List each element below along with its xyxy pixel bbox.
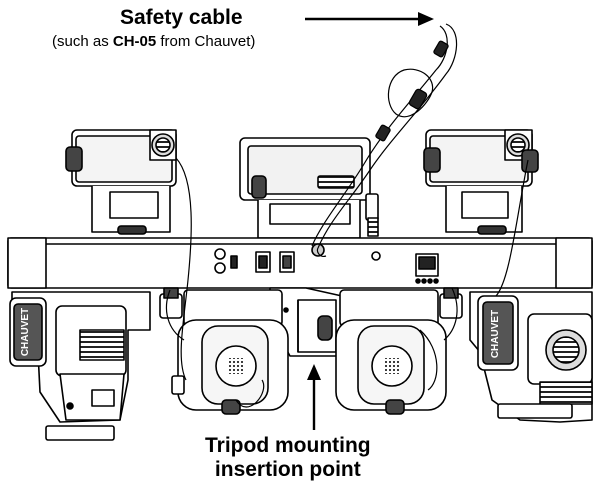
callout-arrows [305,12,434,430]
subtitle-suffix: from Chauvet) [156,33,256,50]
top-right-fixture [423,129,539,235]
subtitle-product: CH-05 [112,33,157,50]
safety-cable-title: Safety cable [120,6,243,29]
knob [65,146,83,172]
display-screen [418,256,436,270]
brand-mark-left: CHAUVET [20,308,31,356]
bottom-center-right-fixture [317,287,463,415]
mounting-bar [7,237,593,289]
brand-mark-right: CHAUVET [490,310,501,358]
knob [221,399,241,415]
power-data-cables [165,157,529,408]
vent-grille [317,175,355,189]
bottom-left-fixture [9,291,151,441]
safety-cable [311,23,458,257]
tripod-label-line1: Tripod mounting [205,434,371,457]
safety-cable-subtitle: (such as CH-05 from Chauvet) [52,33,255,50]
knob [423,147,441,173]
top-left-fixture [65,129,177,235]
bottom-right-fixture [469,291,593,423]
tripod-label-line2: insertion point [214,458,361,481]
knob [385,399,405,415]
knob [521,149,539,173]
knob [317,315,333,341]
top-center-fixture [239,137,379,239]
knob [251,175,267,199]
bottom-center-left-fixture [159,287,289,415]
tripod-label: Tripod mounting insertion point [205,434,371,482]
subtitle-prefix: (such as [52,33,113,50]
